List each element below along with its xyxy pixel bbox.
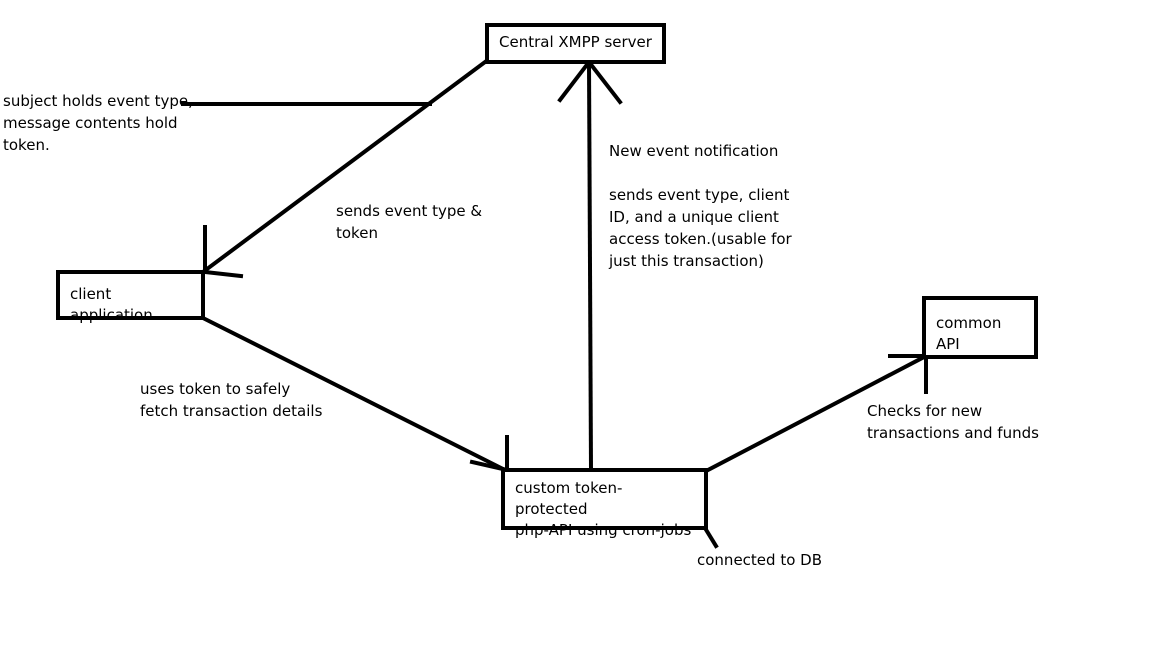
node-xmpp-server: Central XMPP server bbox=[485, 23, 666, 64]
arrowhead-xmpp-left bbox=[557, 59, 592, 103]
label-subject-note: subject holds event type, message conten… bbox=[3, 92, 193, 154]
db-pointer bbox=[702, 525, 719, 549]
label-new-event-notification: New event notification bbox=[609, 142, 779, 160]
label-connected-db: connected to DB bbox=[697, 551, 822, 569]
label-checks-new: Checks for new transactions and funds bbox=[867, 402, 1039, 442]
edge-api-to-xmpp bbox=[586, 59, 594, 473]
label-sends-event: sends event type & token bbox=[336, 202, 483, 242]
edge-api-to-common bbox=[703, 353, 929, 474]
node-php-api: custom token-protected php-API using cro… bbox=[501, 468, 708, 539]
arrowhead-xmpp-right bbox=[586, 59, 623, 105]
arrowhead-client-horizontal bbox=[202, 269, 244, 279]
node-client-application-label: client application bbox=[70, 285, 153, 324]
label-sends-details: sends event type, client ID, and a uniqu… bbox=[609, 186, 792, 270]
edge-xmpp-to-client bbox=[200, 59, 488, 275]
node-php-api-line-2: php-API using cron-jobs bbox=[515, 521, 692, 539]
edge-client-to-api bbox=[200, 315, 508, 473]
node-common-api-label: common API bbox=[936, 314, 1002, 353]
node-xmpp-server-label: Central XMPP server bbox=[499, 33, 652, 51]
node-client-application: client application bbox=[56, 270, 205, 324]
label-uses-token: uses token to safely fetch transaction d… bbox=[140, 380, 323, 420]
node-common-api: common API bbox=[922, 296, 1038, 359]
node-php-api-line-1: custom token-protected bbox=[515, 479, 623, 518]
